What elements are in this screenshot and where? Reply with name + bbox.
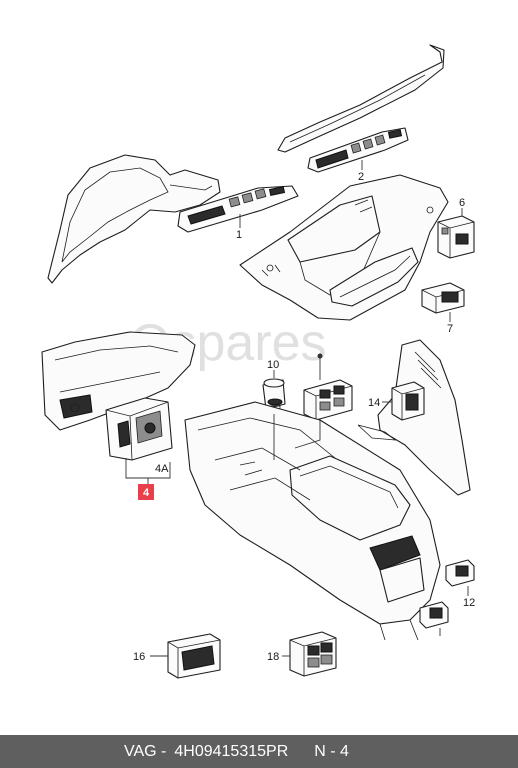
part-2-switch-panel: [307, 127, 409, 173]
part-7-switch: [421, 282, 465, 314]
part-12-switch-b: [419, 601, 449, 629]
glovebox-housing: [239, 174, 449, 321]
part-center-switch-block: [303, 379, 353, 421]
callout-2: 2: [358, 171, 364, 183]
part-1-switch-panel: [177, 185, 299, 233]
callout-10: 10: [267, 359, 279, 371]
leader-dot: [317, 353, 323, 359]
part-10-socket: [262, 378, 286, 415]
part-14-switch: [391, 381, 425, 421]
footer-bar: VAG - 4H09415315PR N - 4: [0, 735, 518, 768]
footer-part-number: 4H09415315PR: [174, 742, 289, 760]
footer-brand: VAG -: [124, 742, 167, 760]
callout-14: 14: [368, 397, 380, 409]
footer-page: N - 4: [314, 742, 349, 760]
callout-4: 4: [143, 487, 150, 499]
callout-12: 12: [463, 597, 475, 609]
callout-18: 18: [267, 651, 279, 663]
part-16-tray: [167, 633, 221, 679]
callout-4a: 4A: [155, 463, 169, 475]
part-18-switch-block: [289, 631, 337, 677]
callout-16: 16: [133, 651, 145, 663]
part-6-switch: [437, 215, 475, 259]
dash-trim-strip: [277, 44, 445, 153]
callout-6: 6: [459, 197, 465, 209]
center-console: [184, 401, 441, 641]
callout-1: 1: [236, 229, 242, 241]
parts-diagram: 1 2 6 7 Qspares: [41, 44, 475, 679]
instrument-cluster-frame: [47, 154, 221, 284]
b-pillar-trim: [357, 339, 471, 496]
part-12-switch-a: [445, 559, 475, 587]
callout-4-highlight: [138, 484, 154, 500]
part-4-switch-unit: [105, 397, 173, 461]
callout-7: 7: [447, 323, 453, 335]
left-console-bracket: [41, 331, 196, 431]
